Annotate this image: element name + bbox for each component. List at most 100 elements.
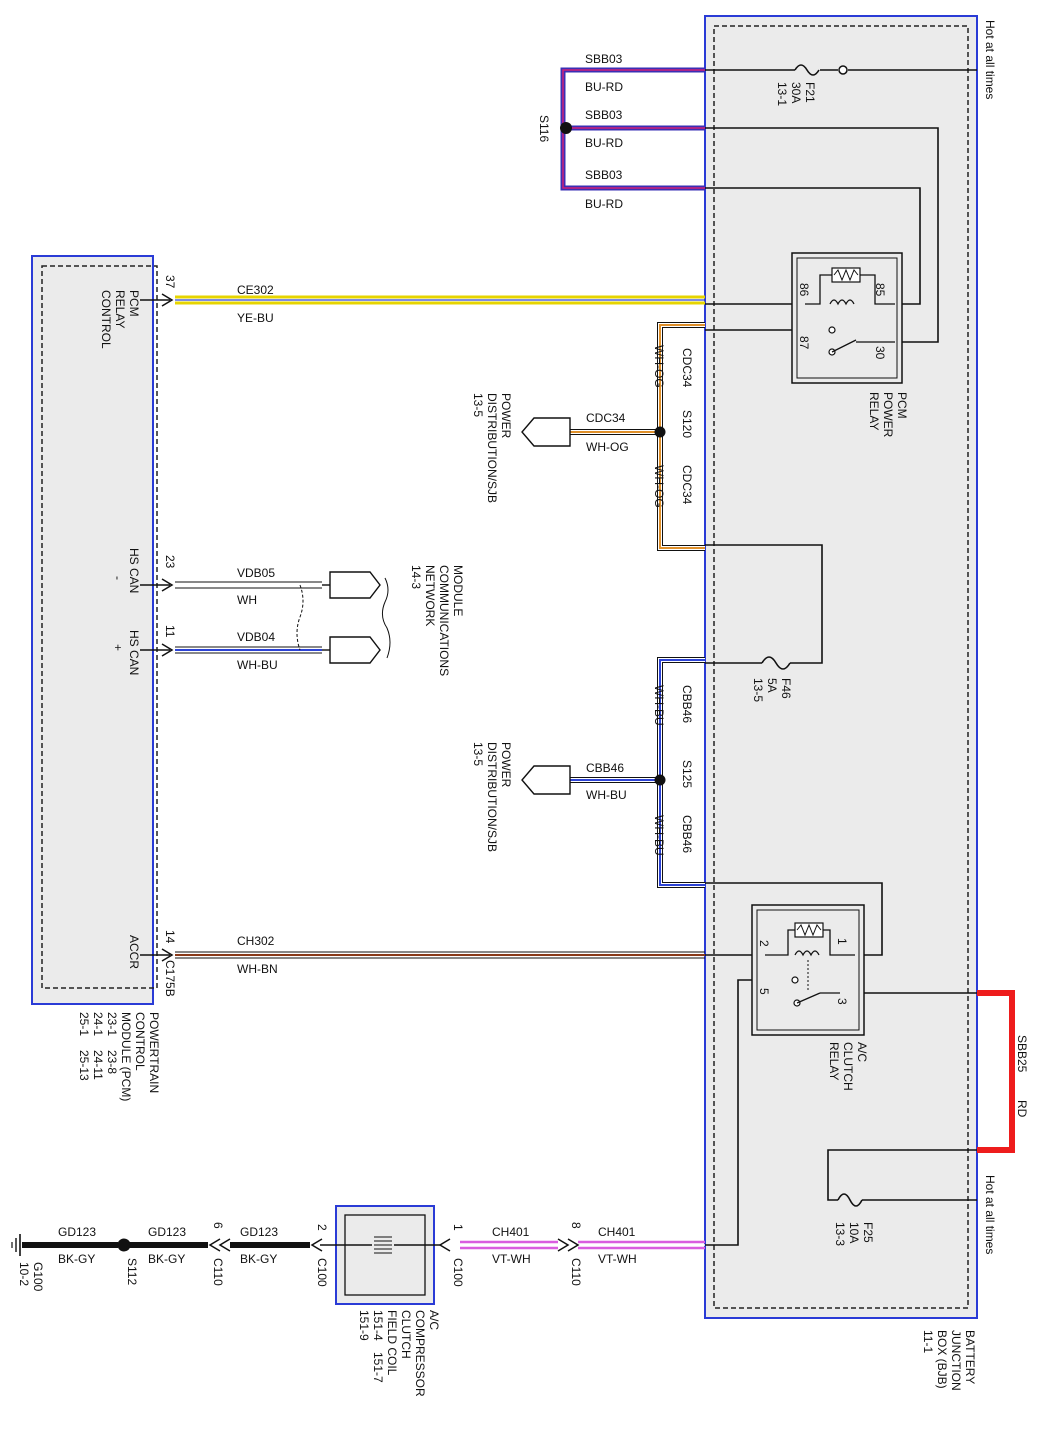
svg-text:PCM: PCM xyxy=(127,290,141,317)
ac-clutch-relay: 2 1 5 3 xyxy=(751,904,865,1036)
accr-pin-label: ACCR xyxy=(127,935,141,969)
gd123-circuit-2: GD123 xyxy=(148,1225,186,1239)
svg-text:CLUTCH: CLUTCH xyxy=(399,1310,413,1359)
sbb25-color: RD xyxy=(1015,1100,1029,1118)
svg-text:1: 1 xyxy=(835,938,849,945)
fuse-f46 xyxy=(761,656,791,670)
wire-ch401-outer xyxy=(578,1240,705,1250)
svg-text:RELAY: RELAY xyxy=(827,1042,841,1080)
svg-text:HS CAN: HS CAN xyxy=(127,548,141,593)
c100-pin-2: 2 xyxy=(315,1224,329,1231)
gd123-color-1: BK-GY xyxy=(240,1252,277,1266)
sbb25-circuit: SBB25 xyxy=(1015,1035,1029,1073)
svg-text:CLUTCH: CLUTCH xyxy=(841,1042,855,1091)
svg-text:PCM: PCM xyxy=(895,392,909,419)
network-bracket xyxy=(381,577,391,659)
sbb25-wire xyxy=(977,990,1015,1153)
svg-text:23-1: 23-1 xyxy=(105,1012,119,1036)
svg-text:COMPRESSOR: COMPRESSOR xyxy=(413,1310,427,1397)
svg-text:POWERTRAIN: POWERTRAIN xyxy=(147,1012,161,1093)
pin-23: 23 xyxy=(163,555,177,569)
pcm-relay-control-pin-label: PCM RELAY CONTROL xyxy=(99,290,141,349)
wire-vdb05 xyxy=(140,571,381,599)
svg-text:13-3: 13-3 xyxy=(833,1222,847,1246)
svg-text:86: 86 xyxy=(797,283,811,297)
cbb46-color-branch: WH-BU xyxy=(586,788,627,802)
wire-cbb46 xyxy=(521,657,705,888)
svg-text:2: 2 xyxy=(757,940,771,947)
svg-text:A/C: A/C xyxy=(855,1042,869,1062)
svg-text:13-1: 13-1 xyxy=(775,82,789,106)
svg-text:+: + xyxy=(111,644,125,651)
svg-text:30A: 30A xyxy=(789,82,803,103)
svg-text:F25: F25 xyxy=(861,1222,875,1243)
pcm-power-relay-label: PCM POWER RELAY xyxy=(867,392,909,438)
svg-text:MODULE (PCM): MODULE (PCM) xyxy=(119,1012,133,1101)
pcm-module-name: POWERTRAIN CONTROL MODULE (PCM) xyxy=(119,1012,161,1101)
cbb46-circuit-upper: CBB46 xyxy=(680,685,694,723)
vdb04-color: WH-BU xyxy=(237,658,278,672)
connector-c110-gd123 xyxy=(208,1238,231,1252)
svg-text:BATTERY: BATTERY xyxy=(963,1330,977,1384)
connector-c110-ch401 xyxy=(557,1238,580,1252)
wire-vdb04 xyxy=(140,636,381,664)
svg-text:DISTRIBUTION/SJB: DISTRIBUTION/SJB xyxy=(485,393,499,503)
sbb03-label-1: SBB03 xyxy=(585,52,623,66)
svg-text:-: - xyxy=(111,576,125,580)
sbb03-label-2: SBB03 xyxy=(585,108,623,122)
cdc34-circuit-branch: CDC34 xyxy=(586,411,626,425)
ch401-color-outer: VT-WH xyxy=(598,1252,637,1266)
splice-s120-label: S120 xyxy=(680,410,694,438)
svg-text:RELAY: RELAY xyxy=(113,290,127,328)
svg-text:5: 5 xyxy=(757,988,771,995)
bjb-box xyxy=(704,15,978,1319)
fuse-f21-terminal xyxy=(838,65,848,75)
ground-name: G100 xyxy=(31,1262,45,1292)
c110-pin-8: 8 xyxy=(569,1222,583,1229)
ac-compressor-clutch xyxy=(320,1205,440,1305)
connector-c175b: C175B xyxy=(163,960,177,997)
svg-text:BOX (BJB): BOX (BJB) xyxy=(935,1330,949,1389)
vdb05-color: WH xyxy=(237,593,257,607)
ground-ref: 10-2 xyxy=(17,1262,31,1286)
hot-label-bottom: Hot at all times xyxy=(983,1175,997,1254)
ce302-circuit: CE302 xyxy=(237,283,274,297)
ac-clutch-relay-label: A/C CLUTCH RELAY xyxy=(827,1042,869,1091)
svg-text:13-5: 13-5 xyxy=(471,393,485,417)
twisted-pair xyxy=(296,584,304,651)
c100-label-2: C100 xyxy=(315,1258,329,1287)
hot-label-top: Hot at all times xyxy=(983,20,997,99)
fuse-f46-label: F46 5A 13-5 xyxy=(751,678,793,702)
svg-text:F21: F21 xyxy=(803,82,817,103)
wire-ch302 xyxy=(140,948,705,962)
gd123-color-3: BK-GY xyxy=(58,1252,95,1266)
connector-c100-pin2 xyxy=(310,1238,323,1252)
svg-text:30: 30 xyxy=(873,346,887,360)
svg-text:POWER: POWER xyxy=(499,393,513,439)
sbb03-color-3: BU-RD xyxy=(585,197,623,211)
vdb04-circuit: VDB04 xyxy=(237,630,275,644)
splice-s125-label: S125 xyxy=(680,760,694,788)
svg-text:FIELD COIL: FIELD COIL xyxy=(385,1310,399,1376)
splice-s120 xyxy=(654,426,666,438)
svg-text:13-5: 13-5 xyxy=(751,678,765,702)
cdc34-circuit-upper: CDC34 xyxy=(680,348,694,388)
svg-text:5A: 5A xyxy=(765,678,779,693)
vdb05-circuit: VDB05 xyxy=(237,566,275,580)
pin-37: 37 xyxy=(163,275,177,289)
svg-text:14-3: 14-3 xyxy=(409,565,423,589)
power-dist-label-1: POWER DISTRIBUTION/SJB 13-5 xyxy=(471,393,513,503)
pin-14: 14 xyxy=(163,930,177,944)
cdc34-color-lower: WH-OG xyxy=(652,465,666,508)
pcm-module-refs: 23-1 23-8 24-1 24-11 25-1 25-13 xyxy=(77,1012,119,1081)
cdc34-color-branch: WH-OG xyxy=(586,440,629,454)
ch401-color-inner: VT-WH xyxy=(492,1252,531,1266)
power-dist-label-2: POWER DISTRIBUTION/SJB 13-5 xyxy=(471,742,513,852)
svg-text:24-11: 24-11 xyxy=(91,1050,105,1080)
c110-pin-6: 6 xyxy=(211,1222,225,1229)
svg-text:A/C: A/C xyxy=(427,1310,441,1330)
ch302-color: WH-BN xyxy=(237,962,278,976)
splice-s116 xyxy=(560,122,572,134)
svg-text:11-1: 11-1 xyxy=(921,1330,935,1353)
